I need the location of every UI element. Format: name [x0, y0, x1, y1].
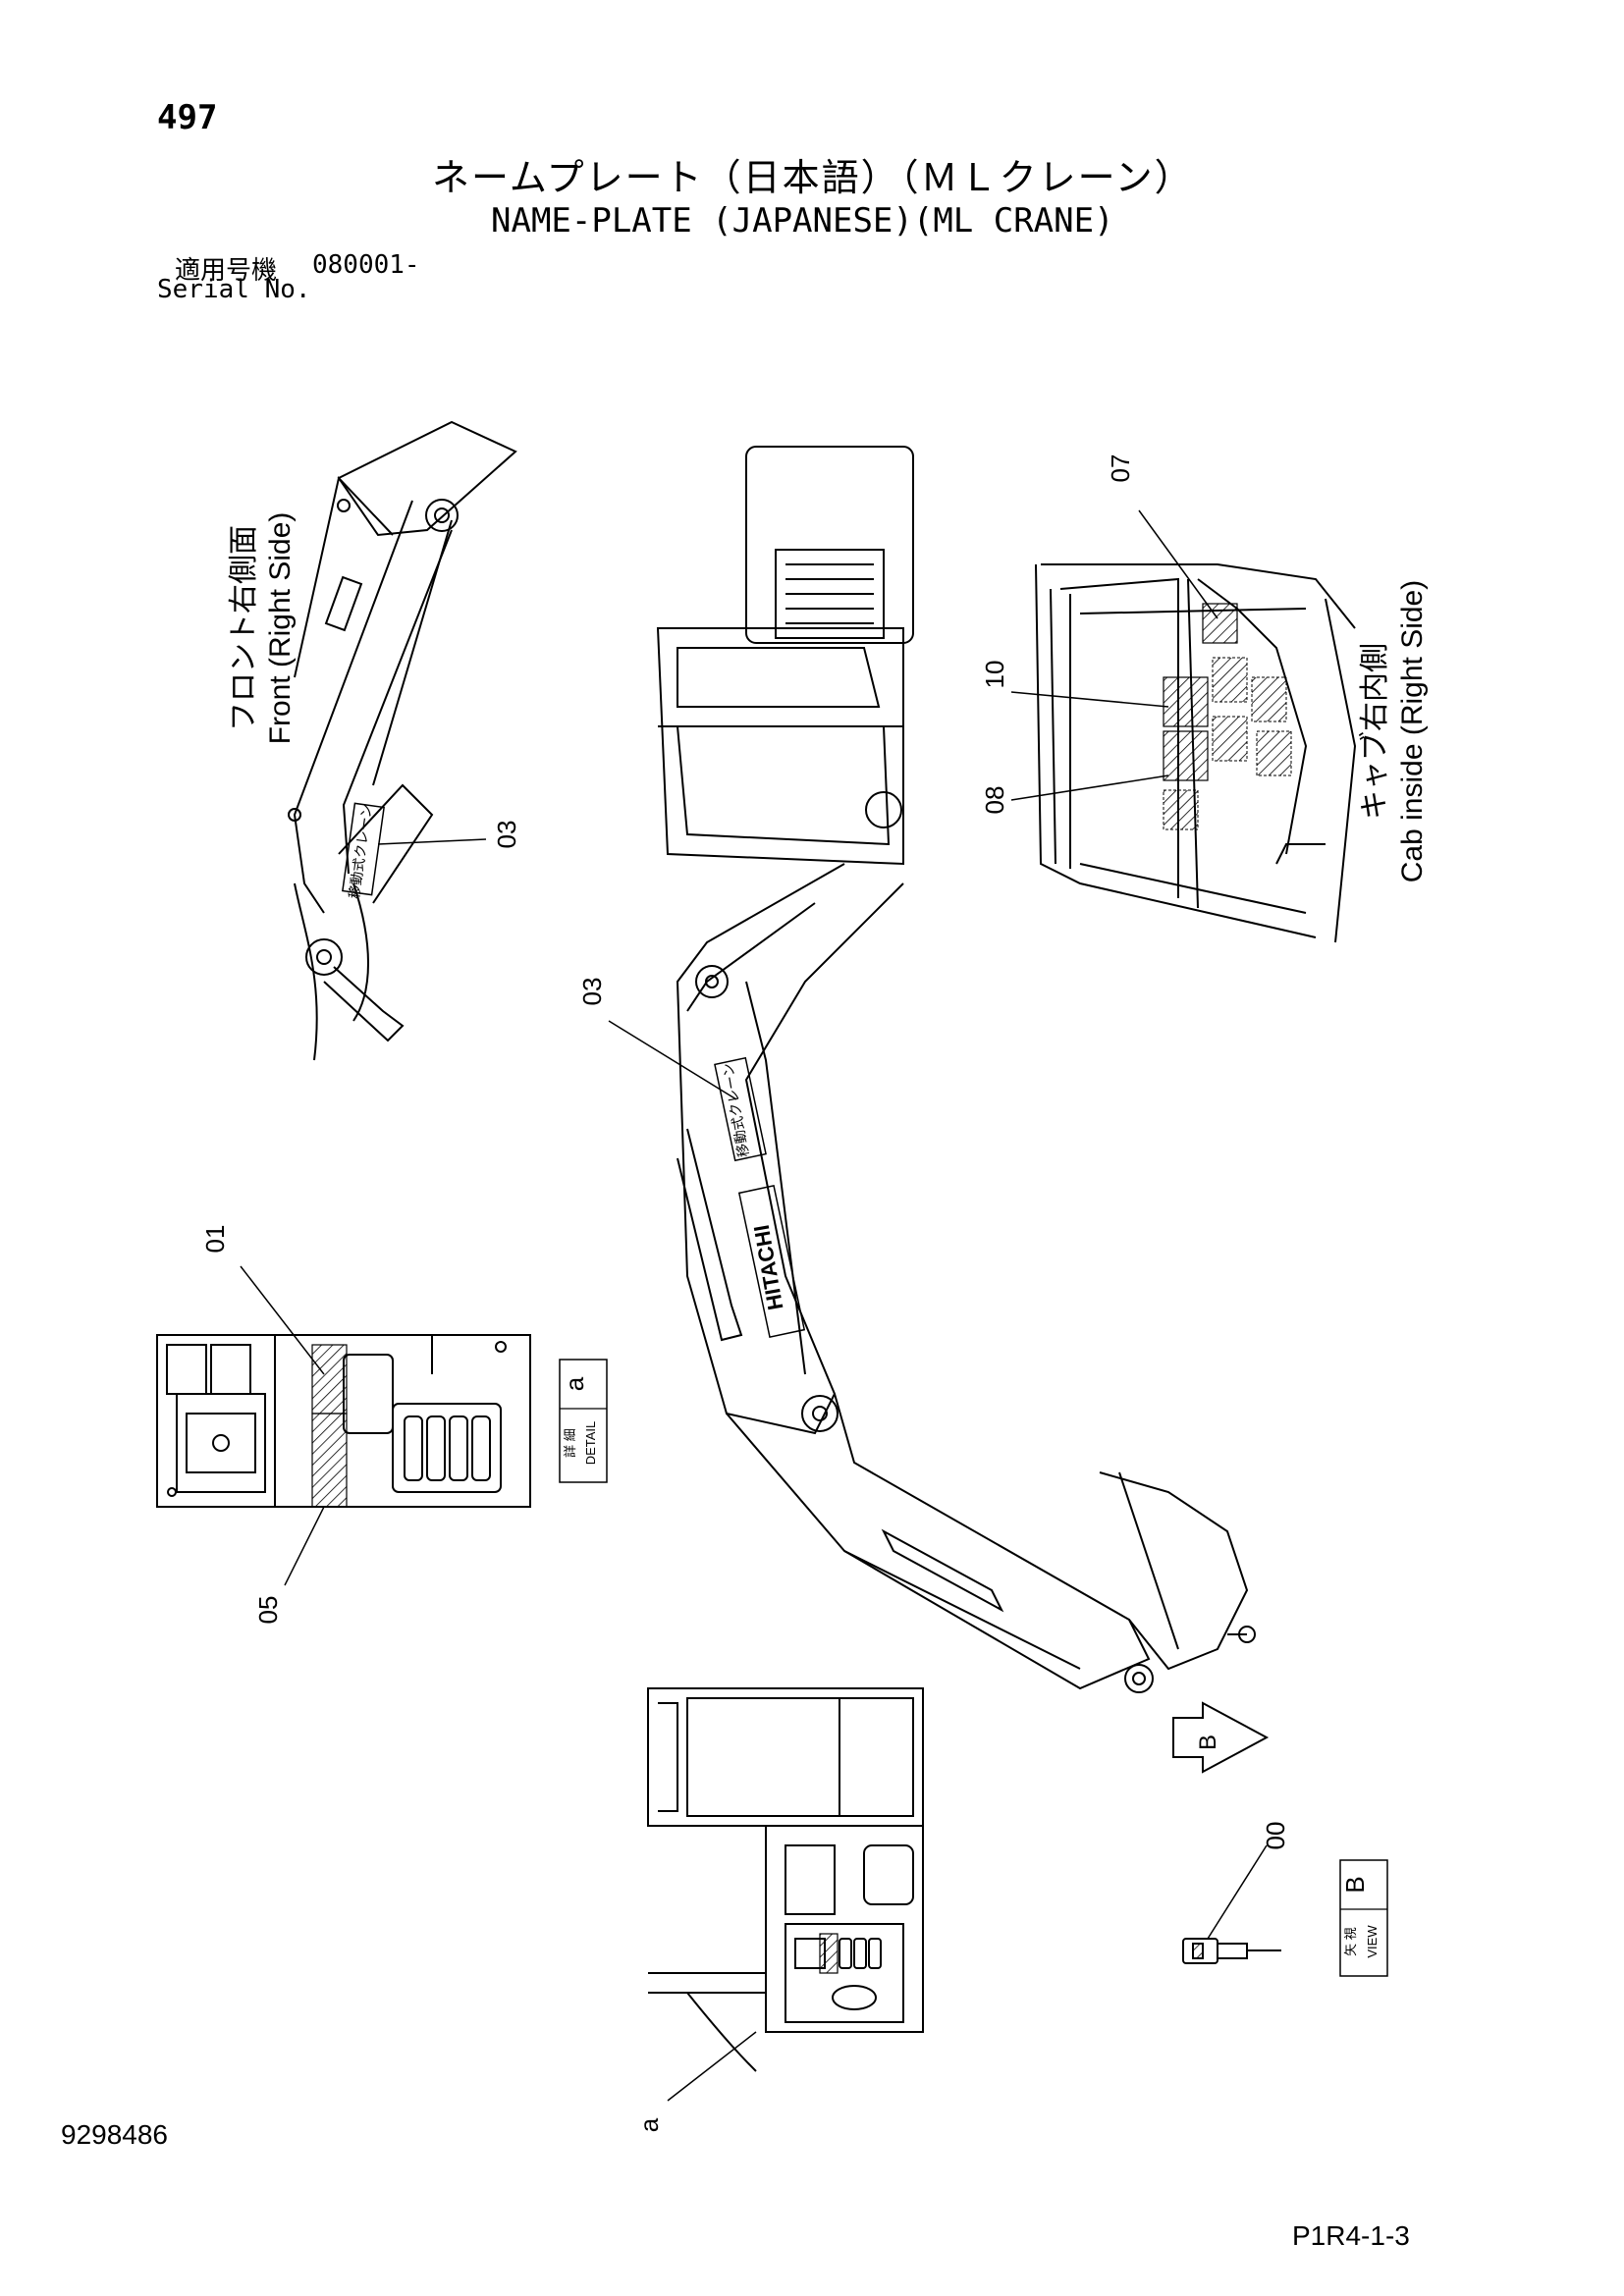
- decal-05: [311, 1413, 348, 1508]
- view-b-drawing: [647, 1687, 924, 2072]
- cab-inside-label-jp: キャブ右内側: [1359, 643, 1391, 820]
- view-b-decal: [819, 1933, 839, 1974]
- front-decal: 移動式クレーン: [342, 802, 385, 900]
- detail-a-box: a 詳 細 DETAIL: [559, 1359, 608, 1483]
- page-number: 497: [157, 98, 218, 137]
- detail-label-en: DETAIL: [583, 1421, 598, 1466]
- view-b-letter: B: [1340, 1876, 1370, 1893]
- detail-a-letter: a: [560, 1376, 589, 1391]
- machine-side-view: [656, 446, 1256, 1693]
- view-b-box: B 矢 視 VIEW: [1339, 1859, 1388, 1977]
- page-title-japanese: ネームプレート（日本語）（ＭＬクレーン）: [432, 156, 1194, 199]
- callout-00: 00: [1261, 1822, 1290, 1850]
- callout-01: 01: [200, 1225, 230, 1254]
- decal-01: [311, 1344, 348, 1415]
- callout-07: 07: [1106, 454, 1135, 483]
- cab-inside-view: [1035, 563, 1357, 943]
- callout-03-boom: 03: [577, 978, 607, 1006]
- view-label-en: VIEW: [1365, 1925, 1380, 1958]
- cab-decals: [1163, 603, 1292, 830]
- drawing-number: 9298486: [61, 2119, 169, 2150]
- cab-inside-label-en: Cab inside (Right Side): [1396, 580, 1429, 882]
- figure-code: P1R4-1-3: [1292, 2220, 1410, 2251]
- page-title-english: NAME-PLATE (JAPANESE)(ML CRANE): [491, 201, 1114, 240]
- front-decal-text: 移動式クレーン: [346, 803, 374, 900]
- serial-number-value: 080001-: [312, 250, 420, 280]
- callout-a: a: [634, 2117, 664, 2132]
- front-right-side-view: [288, 420, 517, 1061]
- view-b-arrow: B: [1172, 1701, 1270, 1774]
- callout-10: 10: [980, 661, 1009, 689]
- view-label-jp: 矢 視: [1343, 1927, 1358, 1956]
- callout-05: 05: [253, 1596, 283, 1625]
- callout-03-front: 03: [492, 821, 521, 849]
- part-00-plug: [1182, 1938, 1281, 1964]
- serial-label-english: Serial No.: [157, 275, 311, 304]
- front-right-side-label-jp: フロント右側面: [228, 525, 260, 731]
- view-b-arrow-letter: B: [1195, 1735, 1221, 1750]
- detail-label-jp: 詳 細: [563, 1428, 577, 1458]
- callout-08: 08: [980, 786, 1009, 815]
- front-right-side-label-en: Front (Right Side): [264, 512, 297, 745]
- serial-label-japanese: 適用号機: [175, 256, 278, 286]
